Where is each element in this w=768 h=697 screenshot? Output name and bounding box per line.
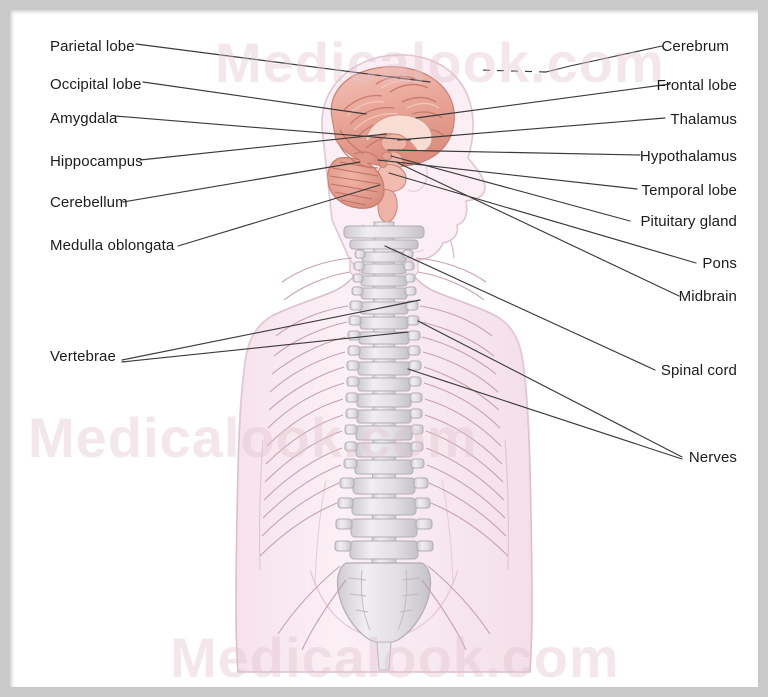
vertebral-column xyxy=(334,221,434,671)
label-vertebrae: Vertebrae xyxy=(50,348,116,365)
leader-parietal-lobe xyxy=(135,43,431,83)
label-frontal-lobe: Frontal lobe xyxy=(656,77,737,94)
label-cerebrum: Cerebrum xyxy=(661,38,729,55)
label-nerves: Nerves xyxy=(688,449,737,466)
leader-hippocampus xyxy=(139,133,387,161)
label-parietal-lobe: Parietal lobe xyxy=(50,38,135,55)
label-thalamus: Thalamus xyxy=(670,111,737,128)
label-midbrain: Midbrain xyxy=(678,288,737,305)
brain-sagittal-section xyxy=(327,66,455,223)
leader-cerebellum xyxy=(122,161,361,203)
label-pons: Pons xyxy=(702,255,737,272)
leader-medulla-oblongata xyxy=(177,184,381,247)
label-medulla-oblongata: Medulla oblongata xyxy=(50,237,175,254)
label-pituitary-gland: Pituitary gland xyxy=(640,213,737,230)
leader-nerves-lower xyxy=(407,368,683,460)
label-occipital-lobe: Occipital lobe xyxy=(50,76,142,93)
leader-hypothalamus xyxy=(387,149,641,156)
anatomy-illustration xyxy=(235,54,533,673)
label-cerebellum: Cerebellum xyxy=(50,194,128,211)
leader-amygdala xyxy=(114,115,411,141)
leader-temporal-lobe xyxy=(377,159,638,190)
leader-frontal-lobe xyxy=(415,83,671,119)
label-temporal-lobe: Temporal lobe xyxy=(641,182,737,199)
leader-pons xyxy=(388,172,697,264)
leader-spinal-cord xyxy=(384,245,656,371)
sacrum xyxy=(336,562,432,671)
leader-pituitary-gland xyxy=(390,155,631,222)
leader-cerebrum xyxy=(545,45,663,73)
spinal-nerve-fibers xyxy=(259,257,509,651)
label-amygdala: Amygdala xyxy=(50,110,118,127)
label-spinal-cord: Spinal cord xyxy=(660,362,737,379)
label-hippocampus: Hippocampus xyxy=(50,153,143,170)
leader-vertebrae-lower xyxy=(121,331,409,363)
leader-vertebrae-upper xyxy=(121,299,421,361)
leader-nerves-upper xyxy=(417,320,683,458)
leader-occipital-lobe xyxy=(142,81,367,115)
leader-lines xyxy=(114,43,697,460)
diagram-canvas: Medicalook.com Medicalook.com Medicalook… xyxy=(10,10,758,687)
label-hypothalamus: Hypothalamus xyxy=(639,148,737,165)
leader-thalamus xyxy=(397,117,666,141)
leader-midbrain xyxy=(395,161,680,297)
vertebrae-stack xyxy=(334,249,434,560)
leader-cerebrum-dashed xyxy=(479,69,547,73)
